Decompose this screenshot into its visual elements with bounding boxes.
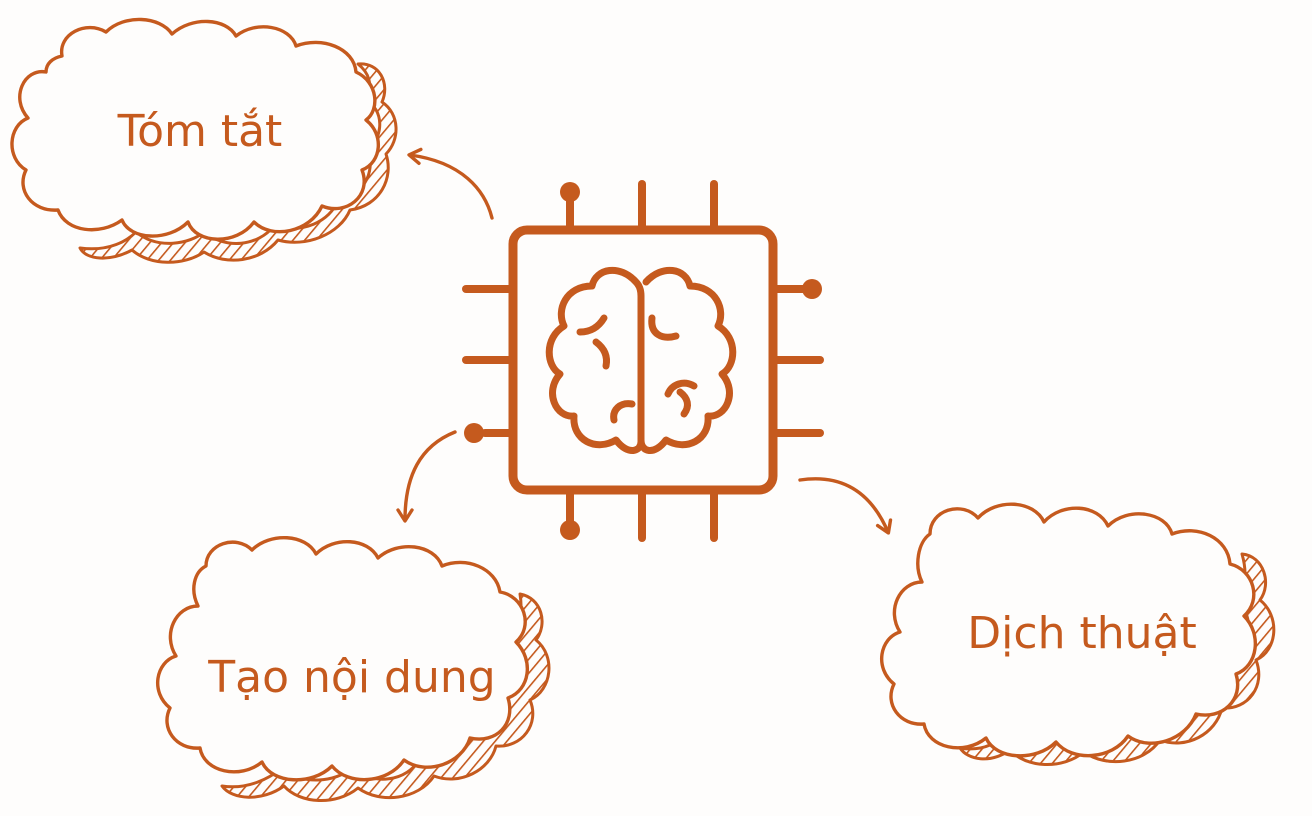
- cloud-translate-label: Dịch thuật: [967, 608, 1196, 659]
- arrow-to-translate: [798, 477, 893, 535]
- cloud-translate-outline: [879, 502, 1257, 758]
- cloud-summarize-outline: [10, 17, 381, 241]
- chip-top-pins: [462, 180, 824, 542]
- cloud-translate: Dịch thuật: [879, 502, 1276, 766]
- cloud-content: Tạo nội dung: [155, 536, 551, 802]
- cloud-content-outline: [155, 536, 530, 782]
- arrows: [396, 147, 893, 535]
- ai-chip-brain-icon: [462, 180, 824, 542]
- cloud-content-label: Tạo nội dung: [207, 652, 495, 703]
- cloud-summarize-label: Tóm tắt: [117, 106, 283, 157]
- chip-pin-dots: [464, 182, 822, 540]
- cloud-summarize: Tóm tắt: [10, 17, 398, 264]
- cloud-summarize-shadow: [78, 62, 398, 264]
- arrow-to-summarize: [407, 147, 494, 220]
- arrow-to-content: [396, 430, 457, 523]
- brain-icon: [545, 266, 737, 454]
